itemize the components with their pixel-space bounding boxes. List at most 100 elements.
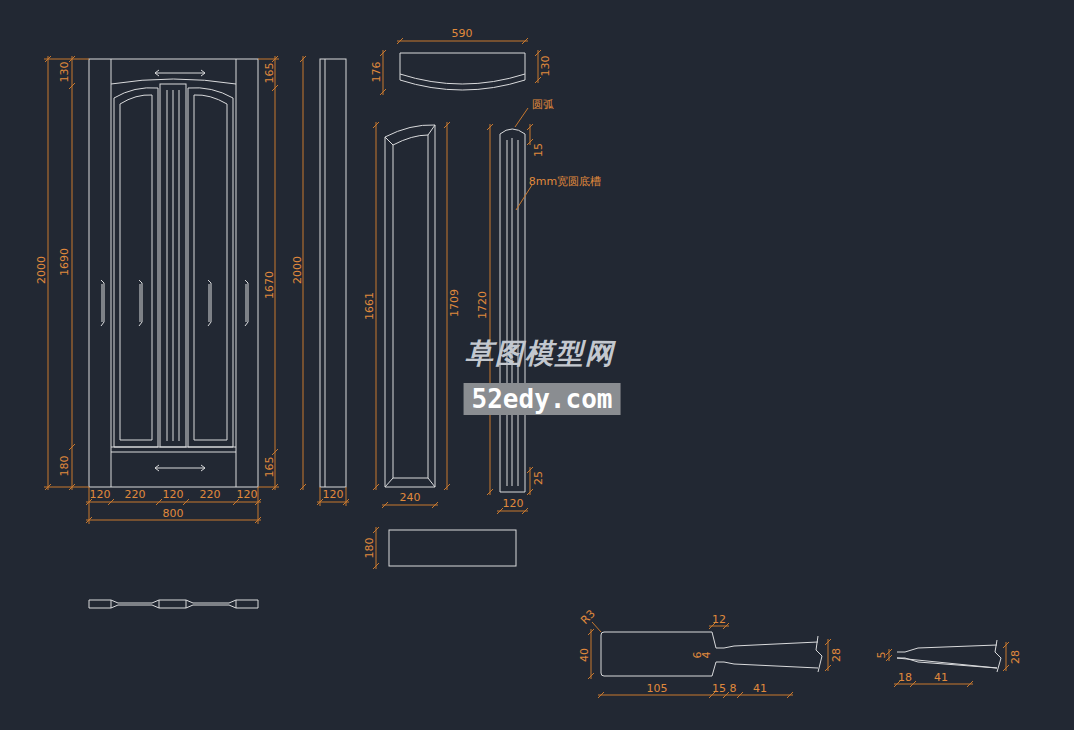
bottom-rail-piece	[389, 530, 516, 566]
dimension-tick	[588, 629, 594, 635]
dimension-tick	[522, 38, 528, 44]
dimension-tick	[444, 122, 450, 128]
dimension-text: 105	[647, 683, 668, 694]
dimension-tick	[1003, 642, 1009, 648]
dimension-tick	[967, 681, 973, 687]
dimension-text: 120	[237, 489, 258, 500]
extension-line	[258, 487, 279, 488]
dimension-text: 130	[540, 56, 551, 77]
panel-outline	[188, 88, 233, 447]
side-view	[320, 59, 346, 487]
dimension-text: 1690	[59, 248, 70, 276]
extension-line	[44, 487, 89, 488]
dimension-line	[376, 527, 377, 569]
extension-line	[44, 59, 89, 60]
dimension-tick	[233, 499, 239, 505]
extension-line	[258, 59, 279, 60]
dimension-tick	[787, 692, 793, 698]
dimension-tick	[825, 639, 831, 645]
dimension-text: 1661	[364, 292, 375, 320]
handle-mark	[208, 280, 211, 326]
dimension-text: 220	[200, 489, 221, 500]
dimension-text: 180	[59, 456, 70, 477]
rail-line	[111, 447, 236, 448]
dimension-text: 40	[579, 648, 590, 662]
dimension-tick	[373, 484, 379, 490]
dimension-tick	[69, 444, 75, 450]
leader-line	[592, 622, 601, 632]
stile-section	[601, 632, 818, 676]
dimension-text: 120	[163, 489, 184, 500]
dimension-tick	[487, 124, 493, 130]
dimension-line	[490, 124, 491, 495]
dimension-text: 120	[503, 498, 524, 509]
panel-piece-inner	[393, 135, 428, 478]
leader-line	[516, 185, 532, 210]
dimension-text: 1670	[264, 271, 275, 299]
dimension-line	[317, 502, 349, 503]
dimension-line	[72, 56, 73, 490]
side-view-line	[325, 59, 326, 487]
groove-line	[507, 140, 508, 486]
dimension-text: 220	[125, 489, 146, 500]
dimension-tick	[156, 499, 162, 505]
dimension-line	[889, 649, 890, 661]
dimension-line	[48, 56, 49, 490]
dimension-line	[303, 56, 304, 490]
dimension-text: 25	[533, 471, 544, 485]
dimension-text: 120	[90, 489, 111, 500]
dimension-text: 2000	[292, 256, 303, 284]
bevel-line	[385, 137, 393, 145]
dimension-text: 2000	[36, 256, 47, 284]
handle-mark	[139, 280, 142, 326]
dimension-line	[275, 56, 276, 490]
dimension-line	[591, 629, 592, 679]
dimension-line	[397, 41, 528, 42]
dimension-text: 15	[533, 143, 544, 157]
grain-arrow	[155, 468, 205, 469]
dimension-line	[828, 639, 829, 671]
dimension-line	[86, 520, 261, 521]
dimension-tick	[535, 50, 541, 56]
groove-line	[173, 90, 174, 441]
dimension-tick	[373, 527, 379, 533]
dimension-tick	[183, 499, 189, 505]
dimension-text: R3	[579, 608, 597, 626]
dimension-text: 5	[876, 652, 887, 659]
dimension-line	[383, 50, 384, 95]
rail-line	[111, 79, 236, 84]
panel-edge-section	[897, 645, 997, 668]
extension-line	[320, 487, 321, 506]
panel-piece	[385, 125, 435, 487]
panel-outline	[114, 88, 158, 447]
door-outline	[89, 59, 258, 487]
dimension-line	[382, 505, 438, 506]
dimension-line	[598, 695, 793, 696]
dimension-line	[86, 502, 261, 503]
dimension-text: 28	[831, 648, 842, 662]
note-text: 8mm宽圆底槽	[529, 176, 601, 187]
dimension-tick	[432, 502, 438, 508]
dimension-tick	[300, 56, 306, 62]
dimension-text: 165	[264, 63, 275, 84]
watermark: 52edy.com	[464, 383, 621, 415]
dimension-text: 18	[898, 672, 912, 683]
dimension-text: 8	[730, 683, 737, 694]
profile-section	[89, 600, 258, 608]
dimension-line	[1006, 642, 1007, 671]
groove-line	[179, 90, 180, 441]
dimension-tick	[487, 489, 493, 495]
dimension-line	[538, 50, 539, 83]
profile-section	[236, 600, 237, 608]
dimension-text: 180	[364, 538, 375, 559]
center-strip	[160, 84, 186, 447]
dimension-text: 41	[753, 683, 767, 694]
dimension-text: 120	[323, 489, 344, 500]
dimension-tick	[272, 85, 278, 91]
grain-arrow	[155, 465, 205, 471]
dimension-tick	[527, 124, 533, 130]
dimension-tick	[397, 38, 403, 44]
dimension-tick	[382, 502, 388, 508]
watermark: 草图模型网	[465, 340, 615, 368]
